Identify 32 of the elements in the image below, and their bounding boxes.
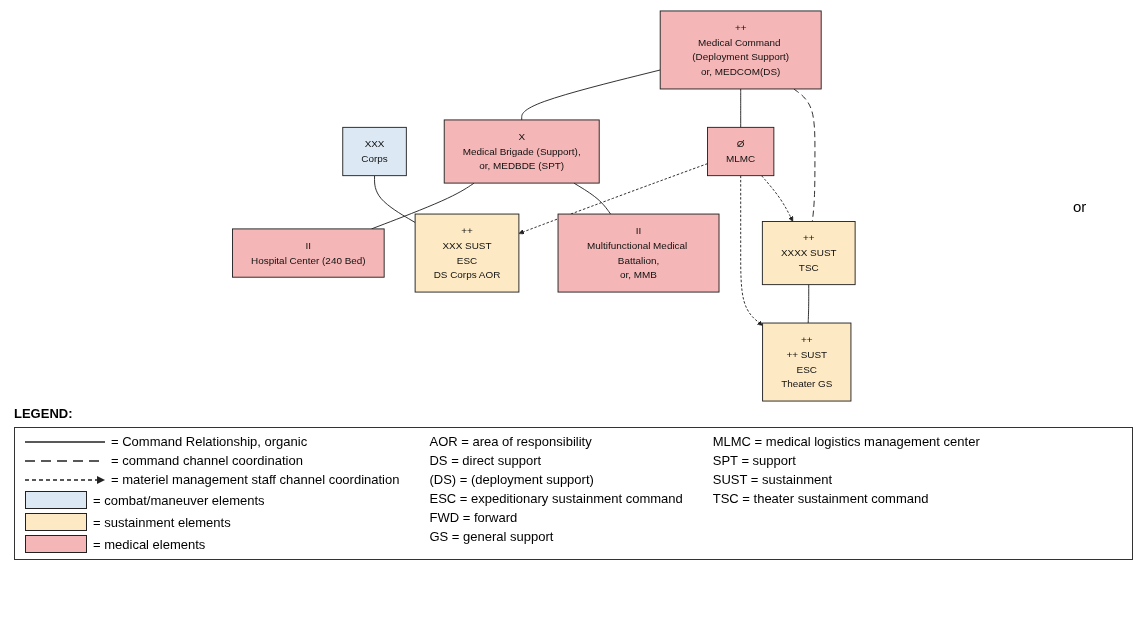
node-box: II Hospital Center (240 Bed) xyxy=(231,228,385,278)
connector xyxy=(807,284,809,324)
node-box: ++ XXX SUST ESC DS Corps AOR xyxy=(414,213,520,293)
node-box: ++ XXXX SUST TSC xyxy=(761,221,856,286)
connector xyxy=(520,69,661,121)
legend-text: = command channel coordination xyxy=(111,453,303,468)
node-box: II Multifunctional Medical Battalion, or, MMB xyxy=(557,213,720,293)
legend-text: = sustainment elements xyxy=(93,514,231,530)
abbreviation-text: ESC = expeditionary sustainment command xyxy=(429,491,683,506)
node-box: X Medical Brigade (Support), or, MEDBDE (SPT) xyxy=(443,119,600,184)
note-text: or xyxy=(1073,197,1088,215)
connector xyxy=(739,88,741,128)
legend-text: = Command Relationship, organic xyxy=(111,434,308,449)
node-box: ++ Medical Command (Deployment Support) or, MEDCOM(DS) xyxy=(659,10,822,90)
abbreviation-text: (DS) = (deployment support) xyxy=(429,472,595,487)
legend-text: = medical elements xyxy=(93,536,206,552)
legend-title: LEGEND: xyxy=(14,406,74,421)
abbreviation-text: MLMC = medical logistics management center xyxy=(712,434,980,449)
abbreviation-text: SUST = sustainment xyxy=(712,472,834,487)
node-box: ++ ++ SUST ESC Theater GS xyxy=(761,322,852,402)
legend-text: = combat/maneuver elements xyxy=(93,492,265,508)
node-box: Ø MLMC xyxy=(706,126,775,177)
abbreviation-text: GS = general support xyxy=(429,529,555,544)
legend-text: = materiel management staff channel coordination xyxy=(111,472,400,487)
connector xyxy=(573,182,611,215)
abbreviation-text: SPT = support xyxy=(712,453,797,468)
connector xyxy=(373,175,416,223)
node-box: XXX Corps xyxy=(342,126,407,177)
abbreviation-text: AOR = area of responsibility xyxy=(429,434,593,449)
abbreviation-text: FWD = forward xyxy=(429,510,519,525)
abbreviation-text: TSC = theater sustainment command xyxy=(712,491,930,506)
abbreviation-text: DS = direct support xyxy=(429,453,543,468)
